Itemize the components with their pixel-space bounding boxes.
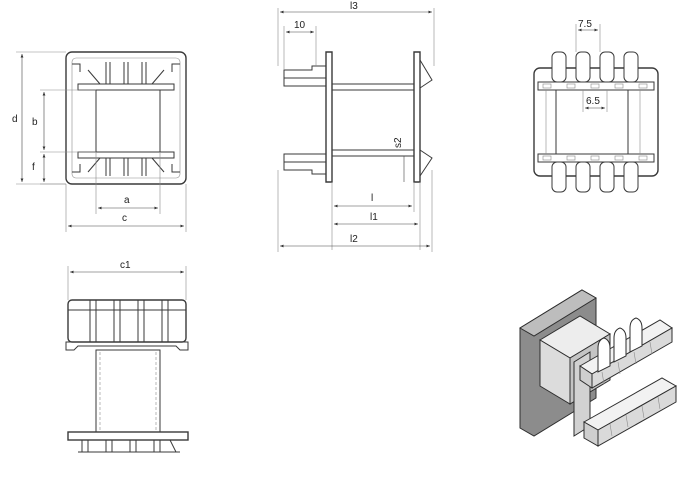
dim-label-l1: l1 [370,212,378,223]
dim-label-l: l [371,193,373,204]
side-right-flange [413,51,421,183]
top-view-bottom-pins [551,161,639,193]
side-view: l3 10 s2 l l1 l2 [277,1,435,252]
dim-label-f: f [32,162,35,173]
front-top-pin-bar [77,83,175,91]
isometric-view [519,289,678,447]
bottom-view-core [95,349,161,433]
bottom-view-bottom-flange [67,431,189,441]
dim-label-d: d [12,114,18,125]
dim-label-7-5: 7.5 [578,19,592,30]
bottom-view: c1 [65,260,189,453]
dim-label-b: b [32,117,38,128]
front-core-window [95,89,161,153]
side-top-pin-block [283,65,327,87]
iso-top-pins [597,317,643,373]
dim-label-a: a [124,195,130,206]
top-view-top-pins [551,51,639,83]
dim-label-s2: s2 [393,137,404,148]
side-left-flange [325,51,333,183]
top-view: 7.5 6.5 [533,19,659,193]
dim-label-l2: l2 [350,234,358,245]
dim-label-l3: l3 [350,1,358,12]
front-bottom-pin-bar [77,151,175,159]
front-view: d b f a c [12,51,187,232]
top-view-core [555,89,629,155]
dim-label-6-5: 6.5 [586,96,600,107]
dim-label-c: c [122,213,127,224]
top-view-body [533,67,659,177]
dim-label-10: 10 [294,20,306,31]
front-flange-outline [65,51,187,185]
side-bottom-pin-block [283,153,327,175]
dim-label-c1: c1 [120,260,131,271]
